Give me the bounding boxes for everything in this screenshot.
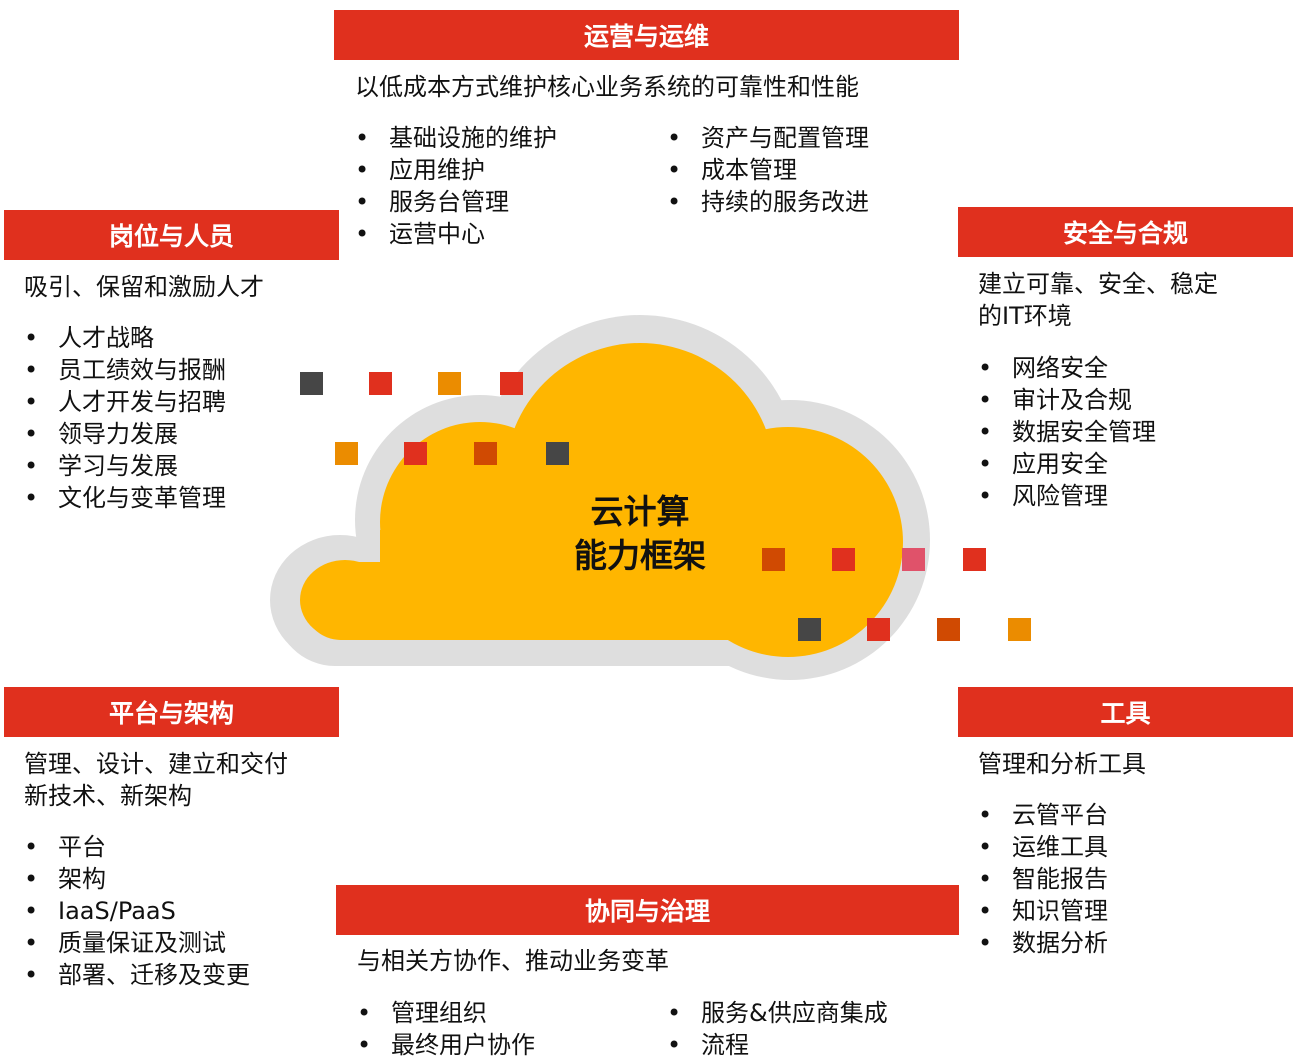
list-item: 文化与变革管理 bbox=[22, 482, 226, 514]
list-item: IaaS/PaaS bbox=[22, 895, 250, 927]
people-title: 岗位与人员 bbox=[108, 222, 234, 251]
governance-list-right: 服务&供应商集成 流程 bbox=[665, 997, 888, 1061]
list-item: 持续的服务改进 bbox=[665, 186, 869, 218]
security-description-line2: 的IT环境 bbox=[978, 302, 1072, 330]
list-item: 架构 bbox=[22, 863, 250, 895]
list-item: 基础设施的维护 bbox=[353, 122, 557, 154]
governance-list-left: 管理组织 最终用户协作 bbox=[355, 997, 535, 1061]
platform-description: 管理、设计、建立和交付 新技术、新架构 bbox=[24, 748, 288, 812]
deco-square bbox=[832, 548, 855, 571]
list-item: 审计及合规 bbox=[976, 384, 1156, 416]
center-title: 云计算 能力框架 bbox=[540, 490, 740, 578]
list-item: 网络安全 bbox=[976, 352, 1156, 384]
list-item: 平台 bbox=[22, 831, 250, 863]
list-item: 质量保证及测试 bbox=[22, 927, 250, 959]
deco-square bbox=[1008, 618, 1031, 641]
list-item: 成本管理 bbox=[665, 154, 869, 186]
list-item: 数据安全管理 bbox=[976, 416, 1156, 448]
governance-title: 协同与治理 bbox=[584, 897, 710, 926]
deco-square bbox=[404, 442, 427, 465]
platform-description-line1: 管理、设计、建立和交付 bbox=[24, 750, 288, 778]
tools-banner: 工具 bbox=[958, 687, 1293, 737]
platform-banner: 平台与架构 bbox=[4, 687, 339, 737]
deco-square bbox=[500, 372, 523, 395]
list-item: 部署、迁移及变更 bbox=[22, 959, 250, 991]
governance-description: 与相关方协作、推动业务变革 bbox=[357, 947, 669, 975]
deco-square bbox=[474, 442, 497, 465]
deco-square bbox=[798, 618, 821, 641]
deco-square bbox=[438, 372, 461, 395]
list-item: 服务台管理 bbox=[353, 186, 557, 218]
ops-list-left: 基础设施的维护 应用维护 服务台管理 运营中心 bbox=[353, 122, 557, 250]
list-item: 云管平台 bbox=[976, 799, 1108, 831]
ops-list-right: 资产与配置管理 成本管理 持续的服务改进 bbox=[665, 122, 869, 218]
deco-square bbox=[300, 372, 323, 395]
security-description: 建立可靠、安全、稳定 的IT环境 bbox=[978, 268, 1218, 332]
center-title-line1: 云计算 bbox=[590, 492, 690, 531]
platform-title: 平台与架构 bbox=[108, 699, 234, 728]
security-list: 网络安全 审计及合规 数据安全管理 应用安全 风险管理 bbox=[976, 352, 1156, 512]
deco-square bbox=[335, 442, 358, 465]
deco-square bbox=[937, 618, 960, 641]
tools-description: 管理和分析工具 bbox=[978, 750, 1146, 778]
ops-title: 运营与运维 bbox=[583, 22, 709, 51]
list-item: 服务&供应商集成 bbox=[665, 997, 888, 1029]
list-item: 流程 bbox=[665, 1029, 888, 1061]
security-description-line1: 建立可靠、安全、稳定 bbox=[978, 270, 1218, 298]
deco-square bbox=[867, 618, 890, 641]
people-list: 人才战略 员工绩效与报酬 人才开发与招聘 领导力发展 学习与发展 文化与变革管理 bbox=[22, 322, 226, 514]
cloud-graphic bbox=[270, 315, 930, 680]
list-item: 知识管理 bbox=[976, 895, 1108, 927]
security-banner: 安全与合规 bbox=[958, 207, 1293, 257]
list-item: 数据分析 bbox=[976, 927, 1108, 959]
deco-square bbox=[762, 548, 785, 571]
ops-banner: 运营与运维 bbox=[334, 10, 959, 60]
list-item: 运营中心 bbox=[353, 218, 557, 250]
tools-list: 云管平台 运维工具 智能报告 知识管理 数据分析 bbox=[976, 799, 1108, 959]
people-description: 吸引、保留和激励人才 bbox=[24, 273, 264, 301]
list-item: 资产与配置管理 bbox=[665, 122, 869, 154]
list-item: 员工绩效与报酬 bbox=[22, 354, 226, 386]
list-item: 管理组织 bbox=[355, 997, 535, 1029]
governance-banner: 协同与治理 bbox=[336, 885, 959, 935]
list-item: 人才开发与招聘 bbox=[22, 386, 226, 418]
center-title-line2: 能力框架 bbox=[574, 536, 706, 575]
list-item: 风险管理 bbox=[976, 480, 1156, 512]
list-item: 人才战略 bbox=[22, 322, 226, 354]
platform-list: 平台 架构 IaaS/PaaS 质量保证及测试 部署、迁移及变更 bbox=[22, 831, 250, 991]
deco-square bbox=[369, 372, 392, 395]
people-banner: 岗位与人员 bbox=[4, 210, 339, 260]
deco-square bbox=[902, 548, 925, 571]
list-item: 最终用户协作 bbox=[355, 1029, 535, 1061]
tools-title: 工具 bbox=[1100, 699, 1151, 728]
ops-description: 以低成本方式维护核心业务系统的可靠性和性能 bbox=[355, 73, 859, 101]
deco-square bbox=[546, 442, 569, 465]
list-item: 智能报告 bbox=[976, 863, 1108, 895]
deco-square bbox=[963, 548, 986, 571]
list-item: 领导力发展 bbox=[22, 418, 226, 450]
list-item: 应用维护 bbox=[353, 154, 557, 186]
list-item: 应用安全 bbox=[976, 448, 1156, 480]
platform-description-line2: 新技术、新架构 bbox=[24, 782, 192, 810]
security-title: 安全与合规 bbox=[1062, 219, 1188, 248]
list-item: 学习与发展 bbox=[22, 450, 226, 482]
list-item: 运维工具 bbox=[976, 831, 1108, 863]
